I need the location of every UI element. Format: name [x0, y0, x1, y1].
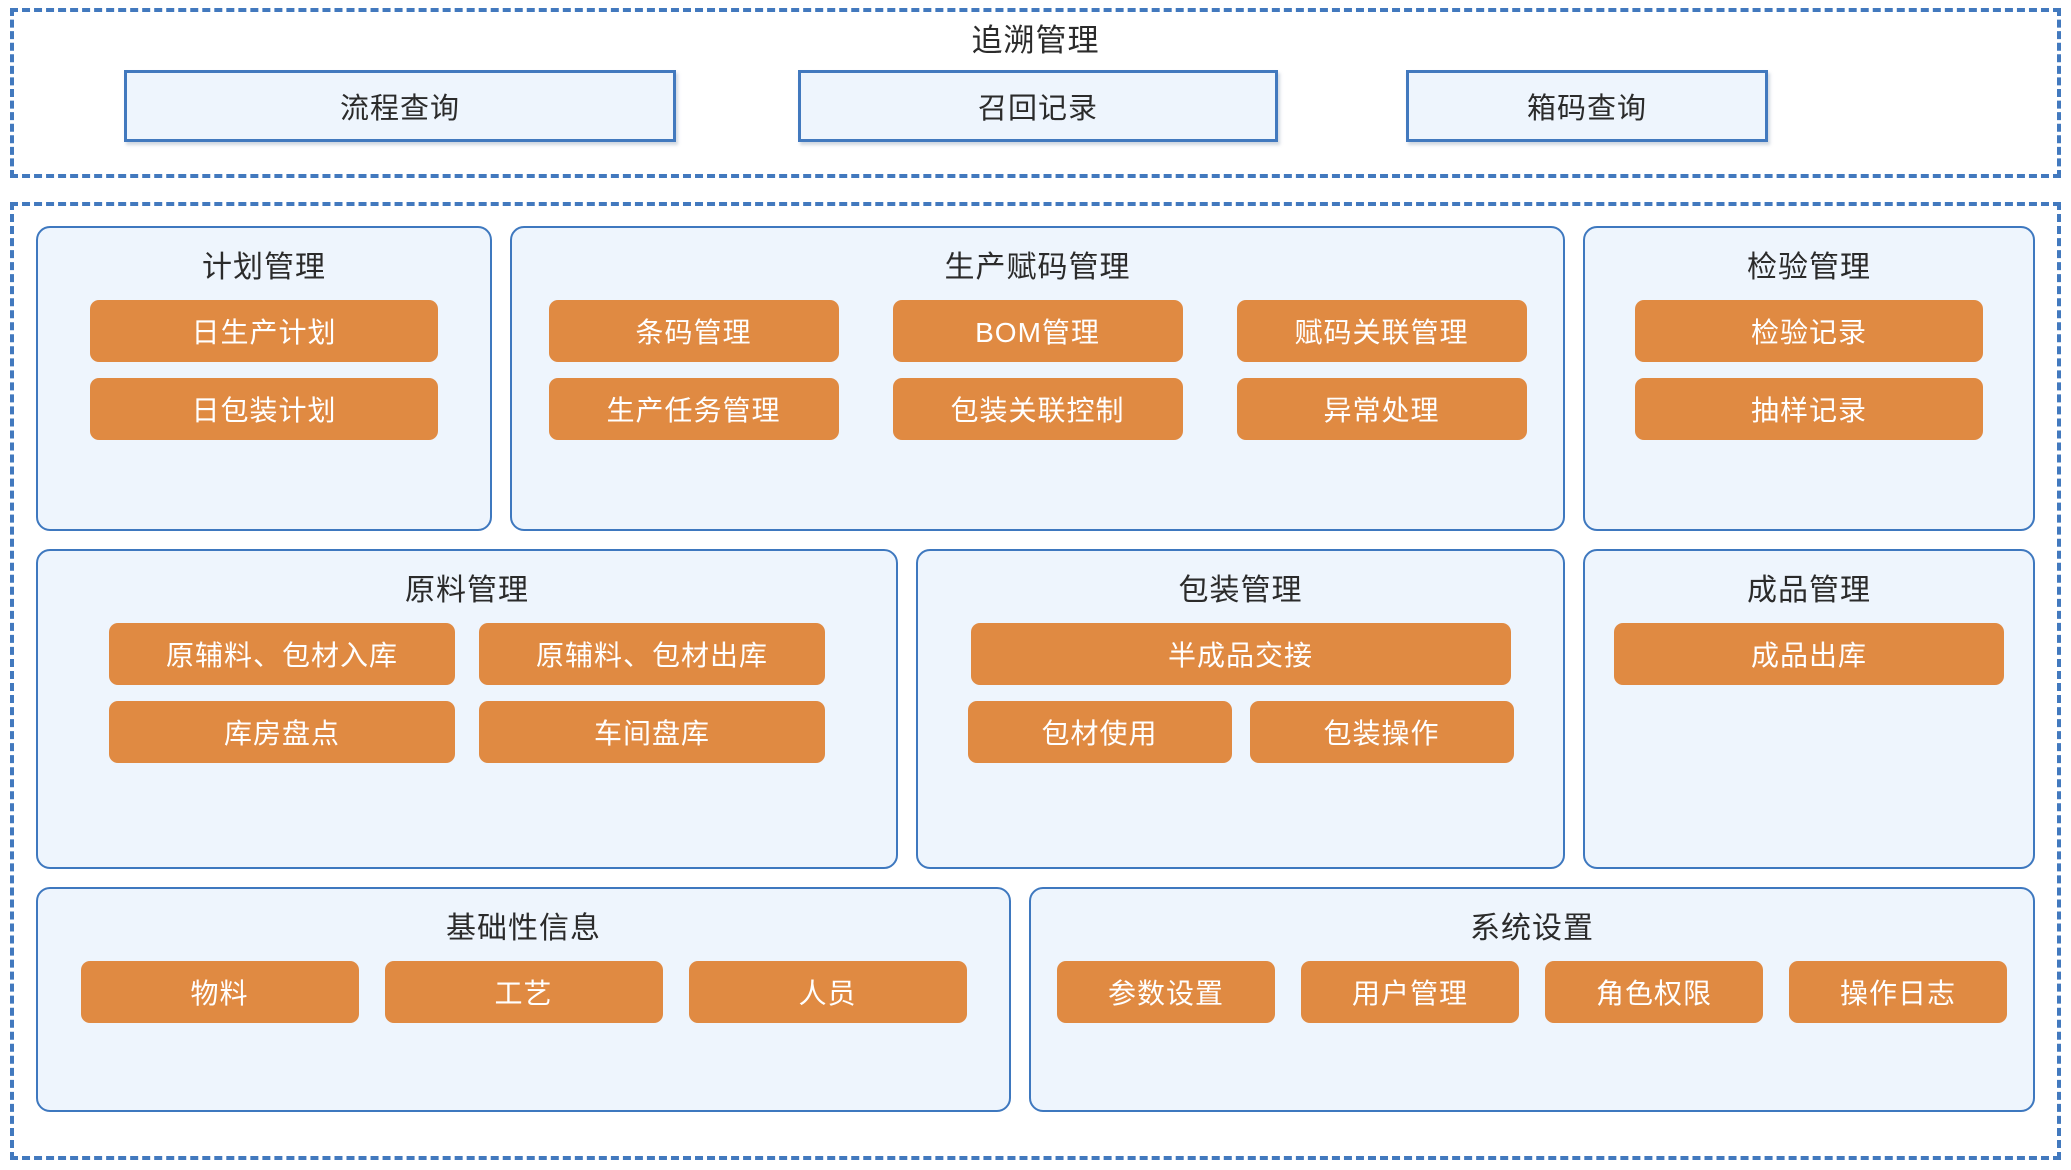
chip-row: 成品出库 — [1611, 623, 2007, 685]
chip-warehouse-stocktaking[interactable]: 库房盘点 — [109, 701, 455, 763]
chip-barcode-management[interactable]: 条码管理 — [548, 300, 839, 362]
panel-basic-information: 基础性信息 物料 工艺 人员 — [36, 887, 1011, 1112]
chip-daily-production-plan[interactable]: 日生产计划 — [90, 300, 438, 362]
chip-list-plan-management: 日生产计划 日包装计划 — [64, 300, 464, 440]
trace-button-process-query[interactable]: 流程查询 — [124, 69, 676, 142]
panel-title-finished-goods-management: 成品管理 — [1747, 574, 1871, 607]
module-row-1: 计划管理 日生产计划 日包装计划 生产赋码管理 条码管理 BOM管理 — [36, 226, 2035, 531]
chip-packaging-operation[interactable]: 包装操作 — [1249, 701, 1514, 763]
panel-production-coding-management: 生产赋码管理 条码管理 BOM管理 赋码关联管理 生产任务管理 包装关联控制 异… — [510, 226, 1565, 531]
panel-title-packaging-management: 包装管理 — [1178, 574, 1303, 607]
chip-role-permissions[interactable]: 角色权限 — [1545, 961, 1763, 1023]
chip-row: 参数设置 用户管理 角色权限 操作日志 — [1057, 961, 2007, 1023]
chip-list-finished-goods-management: 成品出库 — [1611, 623, 2007, 685]
panel-packaging-management: 包装管理 半成品交接 包材使用 包装操作 — [916, 549, 1565, 869]
chip-list-production-coding-management: 条码管理 BOM管理 赋码关联管理 生产任务管理 包装关联控制 异常处理 — [538, 300, 1537, 440]
chip-packaging-material-usage[interactable]: 包材使用 — [967, 701, 1232, 763]
module-row-2: 原料管理 原辅料、包材入库 原辅料、包材出库 库房盘点 车间盘库 包装管理 — [36, 549, 2035, 869]
chip-personnel[interactable]: 人员 — [688, 961, 967, 1023]
trace-button-recall-record[interactable]: 召回记录 — [798, 69, 1278, 142]
chip-list-packaging-management: 半成品交接 包材使用 包装操作 — [944, 623, 1537, 763]
panel-system-settings: 系统设置 参数设置 用户管理 角色权限 操作日志 — [1029, 887, 2035, 1112]
chip-list-basic-information: 物料 工艺 人员 — [64, 961, 983, 1023]
panel-inspection-management: 检验管理 检验记录 抽样记录 — [1583, 226, 2035, 531]
chip-semi-finished-handover[interactable]: 半成品交接 — [970, 623, 1511, 685]
chip-workshop-inventory[interactable]: 车间盘库 — [479, 701, 825, 763]
traceability-button-row: 流程查询 召回记录 箱码查询 — [14, 69, 2057, 142]
chip-list-raw-material-management: 原辅料、包材入库 原辅料、包材出库 库房盘点 车间盘库 — [64, 623, 870, 763]
module-row-3: 基础性信息 物料 工艺 人员 系统设置 参数设置 用户管理 角色权限 — [36, 887, 2035, 1112]
chip-packaging-association-control[interactable]: 包装关联控制 — [892, 378, 1183, 440]
chip-row: 包材使用 包装操作 — [944, 701, 1537, 763]
chip-list-system-settings: 参数设置 用户管理 角色权限 操作日志 — [1057, 961, 2007, 1023]
traceability-group-title: 追溯管理 — [971, 23, 1100, 58]
chip-user-management[interactable]: 用户管理 — [1301, 961, 1519, 1023]
panel-title-plan-management: 计划管理 — [202, 251, 326, 284]
chip-finished-goods-outbound[interactable]: 成品出库 — [1614, 623, 2004, 685]
chip-row: 日包装计划 — [64, 378, 464, 440]
chip-process[interactable]: 工艺 — [384, 961, 663, 1023]
panel-title-system-settings: 系统设置 — [1470, 912, 1594, 945]
chip-material-packaging-inbound[interactable]: 原辅料、包材入库 — [109, 623, 455, 685]
chip-row: 库房盘点 车间盘库 — [64, 701, 870, 763]
chip-inspection-record[interactable]: 检验记录 — [1635, 300, 1983, 362]
chip-bom-management[interactable]: BOM管理 — [892, 300, 1183, 362]
panel-plan-management: 计划管理 日生产计划 日包装计划 — [36, 226, 492, 531]
chip-row: 半成品交接 — [944, 623, 1537, 685]
chip-parameter-settings[interactable]: 参数设置 — [1057, 961, 1275, 1023]
chip-row: 抽样记录 — [1611, 378, 2007, 440]
chip-row: 物料 工艺 人员 — [64, 961, 983, 1023]
trace-button-case-code-query[interactable]: 箱码查询 — [1406, 69, 1768, 142]
modules-group: 计划管理 日生产计划 日包装计划 生产赋码管理 条码管理 BOM管理 — [10, 202, 2061, 1160]
chip-exception-handling[interactable]: 异常处理 — [1236, 378, 1527, 440]
chip-row: 生产任务管理 包装关联控制 异常处理 — [538, 378, 1537, 440]
chip-row: 日生产计划 — [64, 300, 464, 362]
chip-material[interactable]: 物料 — [80, 961, 359, 1023]
chip-production-task-management[interactable]: 生产任务管理 — [548, 378, 839, 440]
chip-daily-packaging-plan[interactable]: 日包装计划 — [90, 378, 438, 440]
chip-row: 条码管理 BOM管理 赋码关联管理 — [538, 300, 1537, 362]
panel-finished-goods-management: 成品管理 成品出库 — [1583, 549, 2035, 869]
chip-operation-log[interactable]: 操作日志 — [1789, 961, 2007, 1023]
panel-title-raw-material-management: 原料管理 — [405, 574, 529, 607]
chip-row: 原辅料、包材入库 原辅料、包材出库 — [64, 623, 870, 685]
chip-sampling-record[interactable]: 抽样记录 — [1635, 378, 1983, 440]
chip-row: 检验记录 — [1611, 300, 2007, 362]
chip-code-association-management[interactable]: 赋码关联管理 — [1236, 300, 1527, 362]
chip-list-inspection-management: 检验记录 抽样记录 — [1611, 300, 2007, 440]
panel-title-inspection-management: 检验管理 — [1747, 251, 1871, 284]
panel-title-basic-information: 基础性信息 — [446, 912, 601, 945]
panel-title-production-coding-management: 生产赋码管理 — [944, 251, 1131, 284]
chip-material-packaging-outbound[interactable]: 原辅料、包材出库 — [479, 623, 825, 685]
panel-raw-material-management: 原料管理 原辅料、包材入库 原辅料、包材出库 库房盘点 车间盘库 — [36, 549, 898, 869]
traceability-group: 追溯管理 流程查询 召回记录 箱码查询 — [10, 8, 2061, 178]
